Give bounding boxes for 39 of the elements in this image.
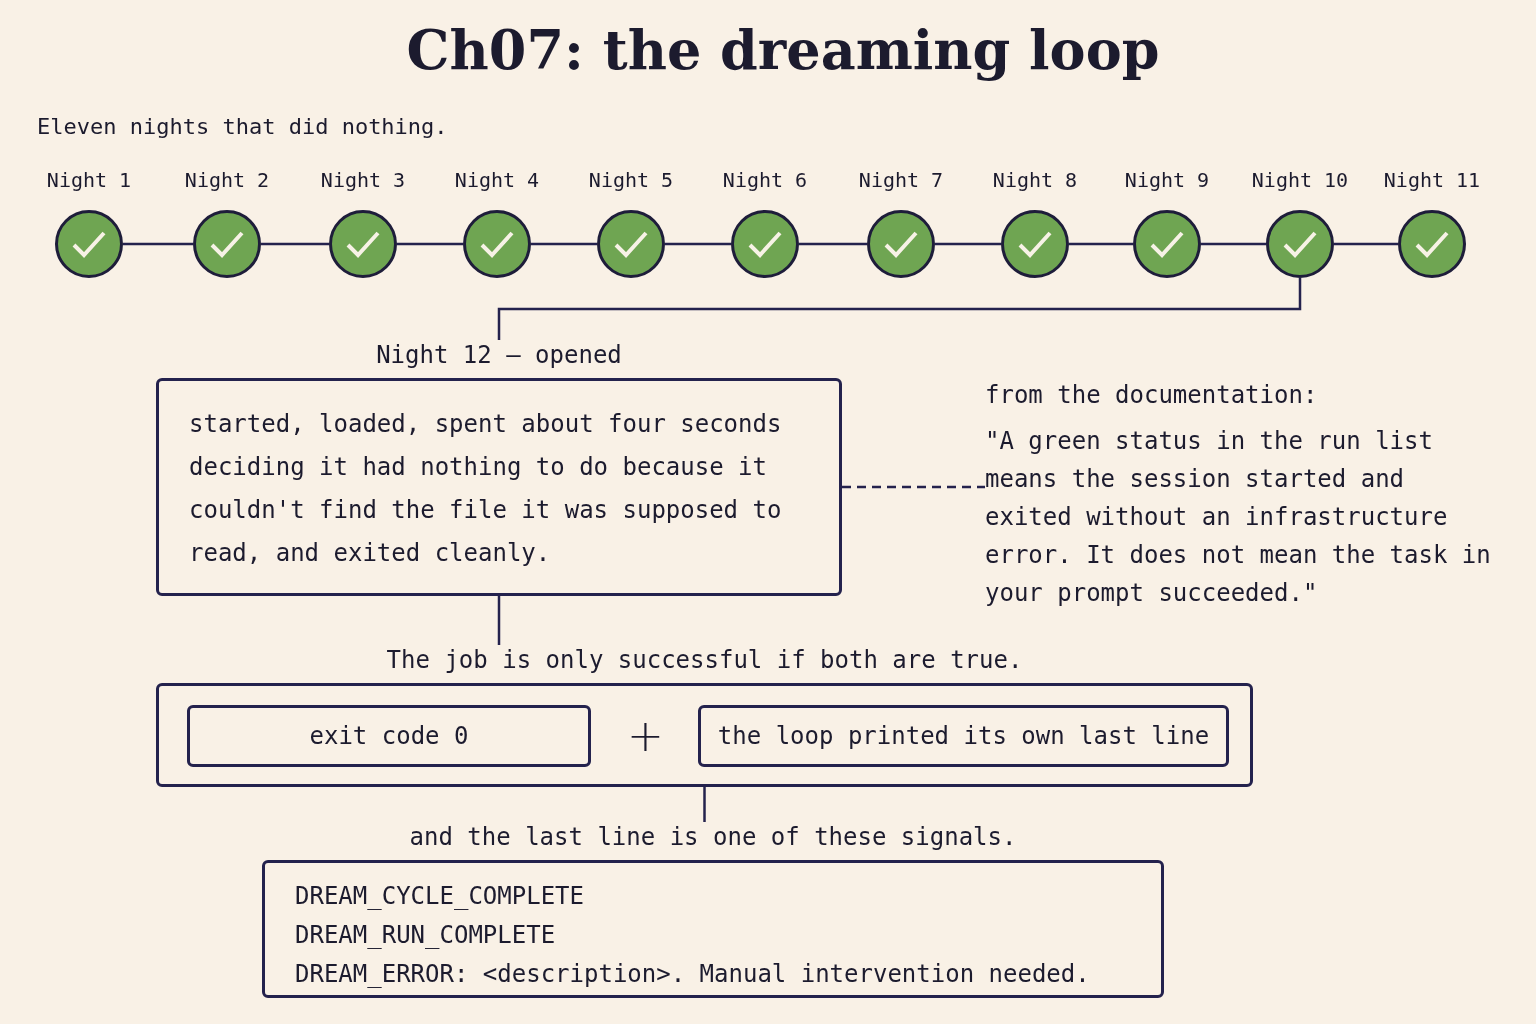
condition-box: the loop printed its own last line [698,705,1229,767]
night-label: Night 2 [184,167,270,194]
connector-line [397,242,463,246]
night-label: Night 3 [320,167,406,194]
connector-line [703,787,706,822]
night-label: Night 7 [858,167,944,194]
box-heading: The job is only successful if both are true. [386,645,1023,675]
connector-line [799,242,867,246]
connector-line [497,278,1302,340]
box-text: started, loaded, spent about four seconds deciding it had nothing to do because it couldn't find the file it was supposed to read, and exited cleanly. [189,409,783,569]
connector-line [1201,242,1266,246]
connector-line [261,242,329,246]
night-label: Night 1 [46,167,132,194]
plus-sign: + [627,710,664,761]
night-label: Night 10 [1251,167,1349,194]
box-text: DREAM_RUN_COMPLETE [295,920,557,951]
box-heading: Night 12 — opened [376,340,622,370]
box-text: DREAM_CYCLE_COMPLETE [295,881,585,912]
connector-line [665,242,731,246]
box-heading: and the last line is one of these signals. [409,822,1017,852]
night-label: Night 9 [1124,167,1210,194]
connector-line [497,596,501,645]
quotation-text: "A green status in the run list means the session started and exited without an infrastructure error. It does not mean the task in your prompt succeeded." [985,426,1492,609]
night-label: Night 6 [722,167,808,194]
connector-line [123,242,193,246]
dashed-connector [842,485,985,489]
note-heading: from the documentation: [985,380,1318,411]
connector-line [1334,242,1398,246]
box-text: DREAM_ERROR: <description>. Manual intervention needed. [295,959,1091,990]
night-label: Night 5 [588,167,674,194]
night-label: Night 8 [992,167,1078,194]
night-label: Night 11 [1383,167,1481,194]
condition-box: exit code 0 [187,705,591,767]
connector-line [531,242,597,246]
connector-line [1069,242,1133,246]
night-label: Night 4 [454,167,540,194]
subtitle: Eleven nights that did nothing. [37,114,448,139]
diagram-title: Ch07: the dreaming loop [406,18,1160,82]
connector-line [935,242,1001,246]
